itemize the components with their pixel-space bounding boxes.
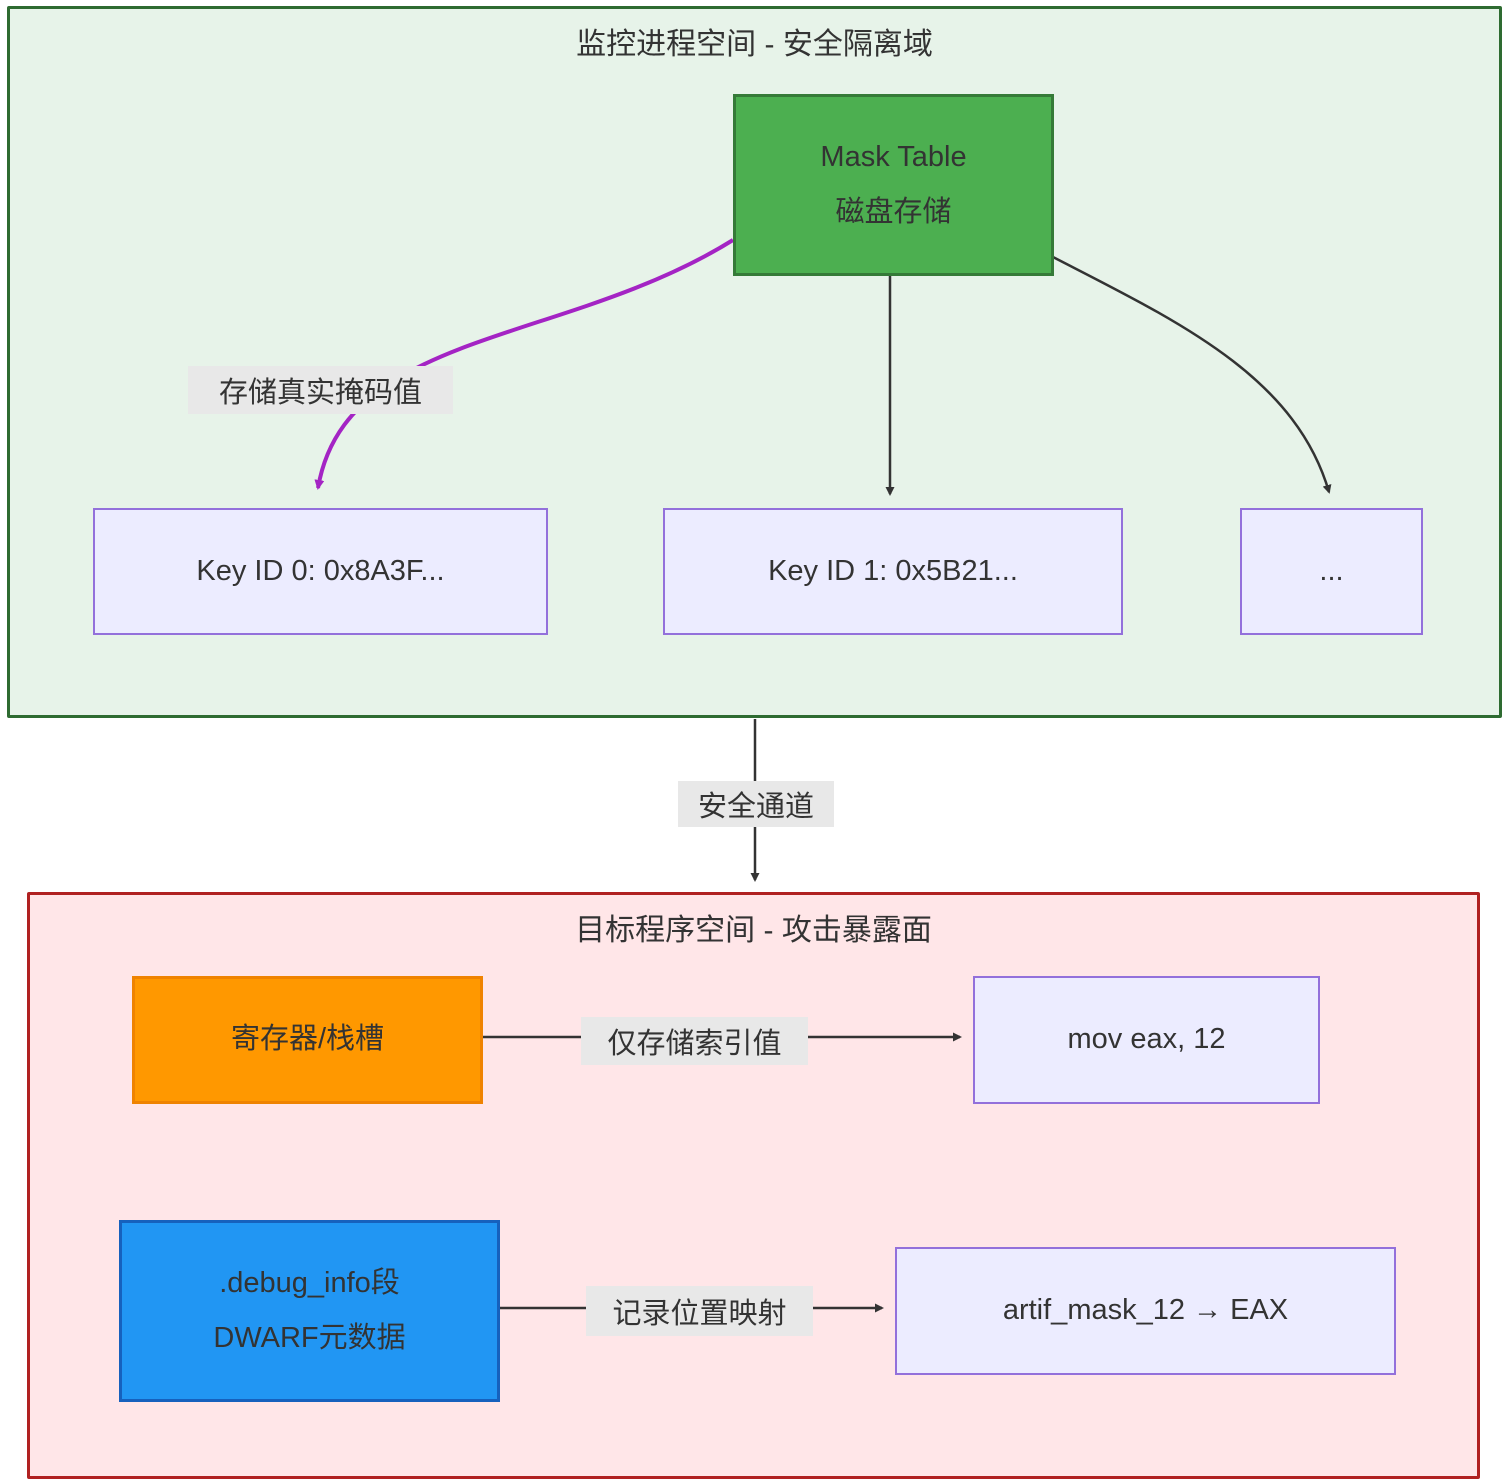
key-id-1-node: Key ID 1: 0x5B21...	[663, 508, 1123, 635]
key-id-1-label: Key ID 1: 0x5B21...	[768, 554, 1018, 587]
more-keys-node: ...	[1240, 508, 1423, 635]
mov-instruction-node: mov eax, 12	[973, 976, 1320, 1104]
target-space-container: 目标程序空间 - 攻击暴露面 寄存器/栈槽 mov eax, 12 .debug…	[27, 892, 1480, 1479]
target-space-title: 目标程序空间 - 攻击暴露面	[575, 914, 932, 947]
artif-mask-mapping-node: artif_mask_12 → EAX	[895, 1247, 1396, 1375]
key-id-0-label: Key ID 0: 0x8A3F...	[196, 554, 445, 587]
mov-instruction-label: mov eax, 12	[1067, 1023, 1226, 1056]
monitor-space-title: 监控进程空间 - 安全隔离域	[576, 28, 933, 61]
debug-info-line2: DWARF元数据	[213, 1322, 406, 1354]
mask-table-node: Mask Table 磁盘存储	[733, 94, 1054, 276]
edge-label-store-real-mask: 存储真实掩码值	[188, 366, 453, 414]
edge-label-secure-channel: 安全通道	[678, 781, 834, 827]
mask-table-line2: 磁盘存储	[835, 196, 952, 228]
edge-label-index-only: 仅存储索引值	[581, 1017, 808, 1065]
monitor-space-container: 监控进程空间 - 安全隔离域 Mask Table 磁盘存储 Key ID 0:…	[7, 6, 1502, 718]
more-keys-label: ...	[1319, 554, 1344, 587]
debug-info-line1: .debug_info段	[219, 1266, 400, 1299]
edge-label-location-map: 记录位置映射	[586, 1286, 813, 1336]
mask-table-line1: Mask Table	[820, 140, 967, 173]
key-id-0-node: Key ID 0: 0x8A3F...	[93, 508, 548, 635]
register-slot-node: 寄存器/栈槽	[132, 976, 483, 1104]
register-slot-label: 寄存器/栈槽	[230, 1023, 385, 1056]
artif-mask-mapping-label: artif_mask_12 → EAX	[1002, 1294, 1289, 1327]
debug-info-node: .debug_info段 DWARF元数据	[119, 1220, 500, 1402]
